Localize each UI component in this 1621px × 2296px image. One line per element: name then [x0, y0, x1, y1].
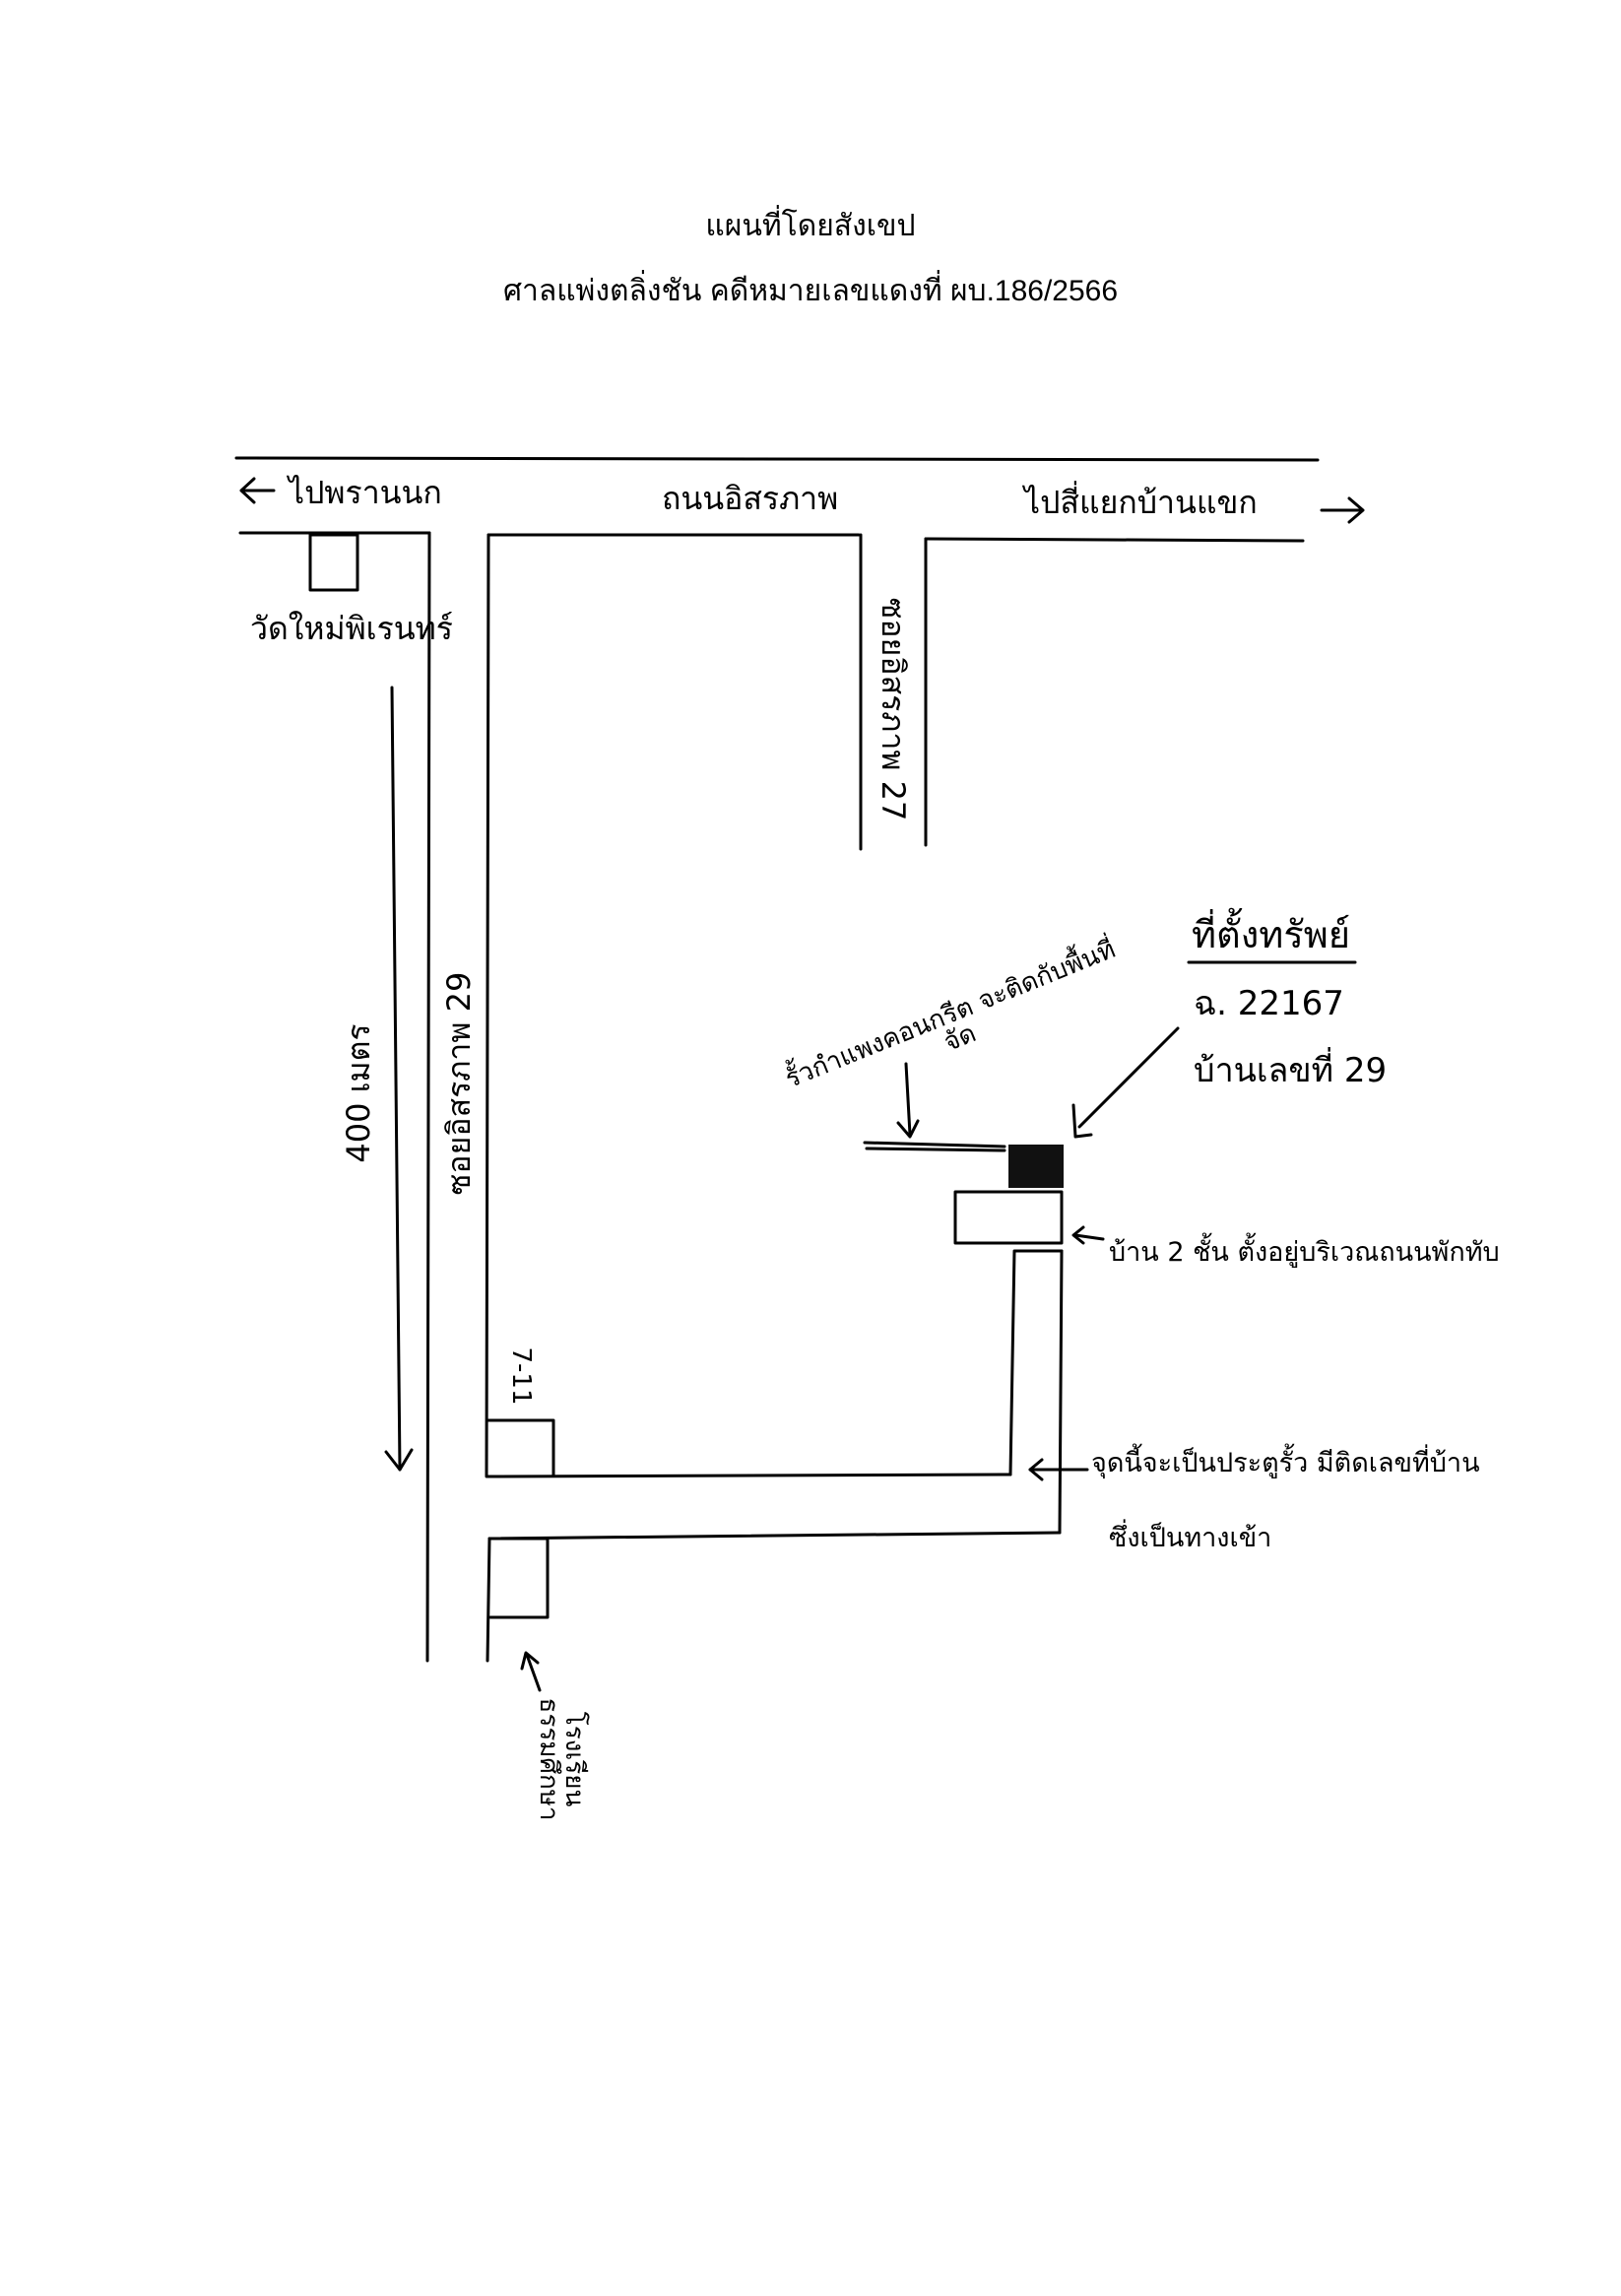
- house-arrow: [1073, 1233, 1105, 1241]
- soi29-right-edge-lower: [486, 1537, 491, 1663]
- main-road-top-edge: [234, 456, 1320, 462]
- lane-outer-edge: [1058, 1249, 1064, 1535]
- property-arrow: [1077, 1026, 1180, 1129]
- school-box: [487, 1537, 550, 1619]
- school-arrow: [525, 1653, 542, 1692]
- lane-inner-edge: [1008, 1249, 1064, 1476]
- soi29-label: ซอยอิสรภาพ 29: [440, 971, 478, 1196]
- entrance-annotation-line1: จุดนี้จะเป็นประตูรั้ว มีติดเลขที่บ้าน: [1091, 1448, 1480, 1478]
- soi29-right-edge-upper: [485, 533, 490, 1477]
- property-heading: ที่ตั้งทรัพย์: [1192, 913, 1351, 956]
- direction-label-right: ไปสี่แยกบ้านแขก: [1024, 484, 1258, 521]
- left-arrow-icon: [239, 477, 276, 504]
- house-box: [953, 1190, 1064, 1245]
- soi29-left-edge: [425, 531, 431, 1663]
- main-road-bottom-edge-right: [924, 537, 1305, 543]
- house-annotation: บ้าน 2 ชั้น ตั้งอยู่บริเวณถนนพักทับ: [1109, 1237, 1500, 1268]
- right-arrow-icon: [1320, 496, 1365, 524]
- direction-label-left: ไปพรานนก: [289, 474, 442, 511]
- deed-number: ฉ. 22167: [1194, 984, 1344, 1023]
- entrance-annotation-line2: ซึ่งเป็นทางเข้า: [1109, 1523, 1272, 1553]
- temple-label: วัดใหม่พิเรนทร์: [250, 610, 453, 647]
- case-number-line: ศาลแพ่งตลิ่งชัน คดีหมายเลขแดงที่ ผบ.186/…: [502, 275, 1119, 307]
- temple-box: [308, 533, 359, 592]
- wall-line: [863, 1141, 1006, 1148]
- lane-bottom-edge: [487, 1531, 1062, 1541]
- wall-arrow: [904, 1062, 912, 1137]
- main-road-label: ถนนอิสรภาพ: [662, 480, 839, 517]
- lane-top-edge: [485, 1473, 1012, 1478]
- wall-line-lower: [865, 1147, 1006, 1152]
- seven-eleven-box: [486, 1418, 555, 1477]
- distance-arrow: [390, 686, 402, 1472]
- distance-label: 400 เมตร: [340, 1023, 377, 1163]
- house-number: บ้านเลขที่ 29: [1194, 1051, 1388, 1090]
- property-marker: [1008, 1145, 1064, 1188]
- soi27-label: ซอยอิสรภาพ 27: [875, 597, 912, 821]
- seven-eleven-label: 7-11: [506, 1346, 536, 1406]
- map-title: แผนที่โดยสังเขป: [705, 210, 916, 242]
- school-label: โรงเรียนธรรมศึกษา: [534, 1697, 589, 1821]
